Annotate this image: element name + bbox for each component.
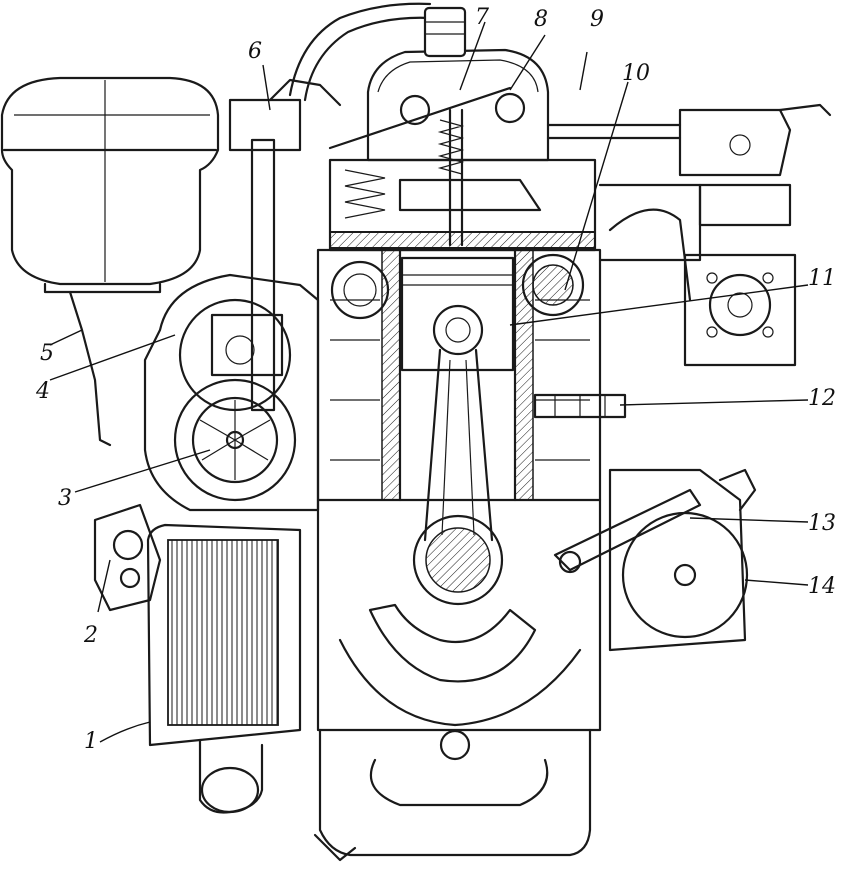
callout-leaders <box>49 21 809 743</box>
callout-12: 12 <box>808 386 836 411</box>
callout-6: 6 <box>248 39 262 64</box>
fan-housing <box>143 273 320 512</box>
camshaft-left <box>330 260 390 320</box>
piston <box>400 256 515 372</box>
callout-8: 8 <box>534 7 548 32</box>
air-intake-pipe <box>288 2 432 102</box>
callout-3: 3 <box>58 486 72 511</box>
compressor <box>598 183 797 367</box>
generator <box>608 468 757 652</box>
crankshaft <box>338 514 582 727</box>
injection-pump <box>210 78 342 412</box>
callout-10: 10 <box>622 61 650 86</box>
callout-9: 9 <box>590 7 604 32</box>
oil-pan <box>313 728 592 862</box>
air-filter <box>0 76 220 447</box>
callout-1: 1 <box>84 729 98 754</box>
oil-cooler <box>146 523 302 814</box>
callout-14: 14 <box>808 574 836 599</box>
callout-13: 13 <box>808 511 836 536</box>
tension-bracket <box>553 488 702 574</box>
callout-labels: 1 2 3 4 5 6 7 8 9 10 11 12 13 14 <box>35 5 836 754</box>
fuel-fitting <box>533 393 627 419</box>
rocker-cover <box>328 6 550 247</box>
valve-springs <box>344 119 465 219</box>
callout-7: 7 <box>475 5 489 30</box>
callout-4: 4 <box>35 379 50 404</box>
callout-5: 5 <box>40 341 54 366</box>
cooling-fan <box>191 396 279 484</box>
callout-2: 2 <box>83 623 98 648</box>
thermostat <box>93 503 162 612</box>
cylinder-block <box>316 248 602 732</box>
connecting-rod <box>423 348 494 542</box>
fuel-line <box>546 103 832 177</box>
callout-11: 11 <box>808 266 836 291</box>
